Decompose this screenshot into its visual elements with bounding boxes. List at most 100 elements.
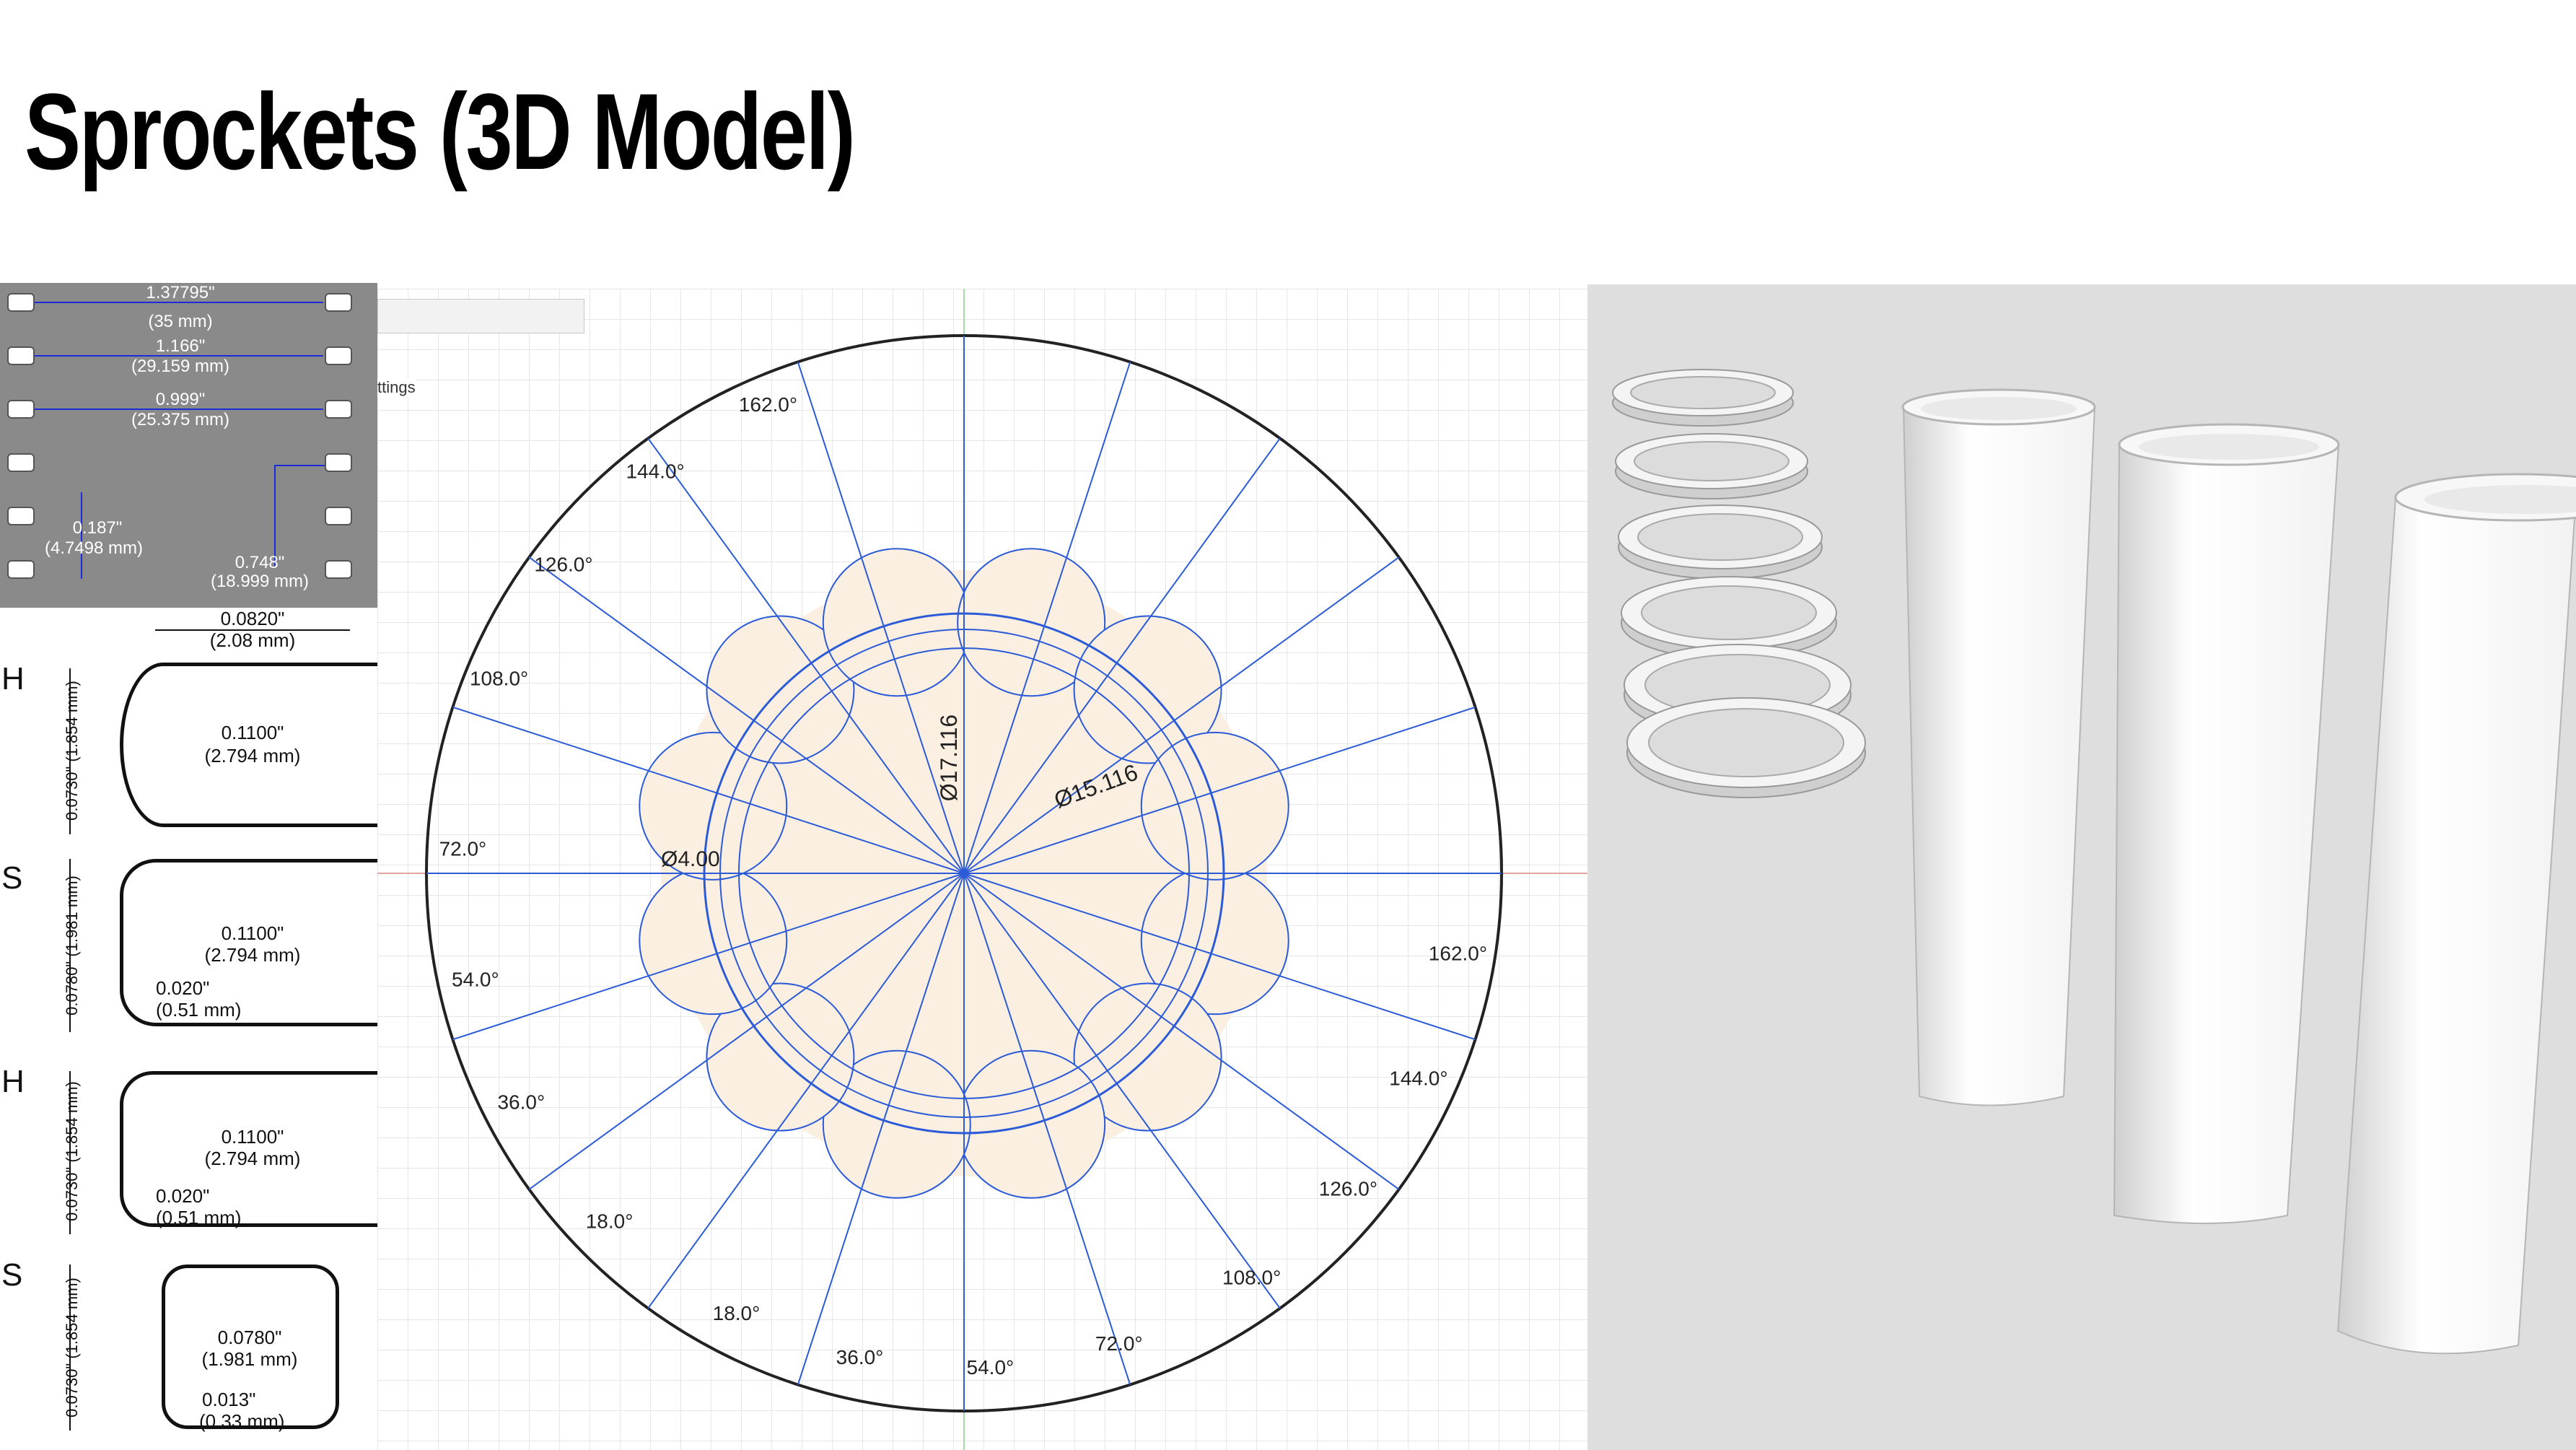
row-height-label: 0.0730" (1.854 mm) bbox=[63, 1268, 82, 1427]
perforation bbox=[325, 507, 352, 525]
tube-2 bbox=[2113, 423, 2340, 1224]
dimension-line bbox=[274, 465, 276, 566]
dim-0187-mm-label: (4.7498 mm) bbox=[44, 538, 144, 558]
perforation bbox=[325, 400, 352, 419]
perforation-shape-specs: 0.0820" (2.08 mm) H 0.0730" (1.854 mm) 0… bbox=[0, 608, 377, 1450]
dim-1166-label: 1.166" bbox=[155, 336, 206, 356]
angle-label: 54.0° bbox=[452, 968, 499, 990]
construction-line bbox=[963, 873, 1476, 1041]
tube-1 bbox=[1901, 388, 2096, 1106]
perforation bbox=[325, 560, 352, 579]
construction-line bbox=[963, 437, 1281, 874]
angle-label: 72.0° bbox=[1095, 1332, 1143, 1355]
perforation bbox=[325, 346, 352, 365]
3d-viewport[interactable] bbox=[1587, 284, 2576, 1450]
diameter-tooth-label: Ø4.00 bbox=[661, 847, 720, 871]
row-height-mm: (1.854 mm) bbox=[63, 1081, 81, 1163]
angle-label: 18.0° bbox=[586, 1210, 634, 1232]
dimension-line bbox=[35, 355, 323, 357]
row-radius-label: 0.013" bbox=[202, 1389, 256, 1410]
row-radius-label: 0.020" bbox=[156, 1185, 210, 1207]
construction-line bbox=[797, 362, 965, 874]
row-height-value: 0.0730" bbox=[63, 1363, 81, 1418]
row-height-mm: (1.854 mm) bbox=[63, 1278, 81, 1359]
construction-line bbox=[528, 556, 965, 874]
row-height-label: 0.0780" (1.981 mm) bbox=[63, 866, 82, 1025]
construction-line bbox=[528, 873, 965, 1190]
sprocket-ring bbox=[1621, 576, 1837, 660]
cad-toolbar[interactable] bbox=[377, 299, 584, 333]
diameter-outer-label: Ø17.116 bbox=[936, 715, 962, 801]
angle-label: 126.0° bbox=[534, 554, 592, 576]
angle-label: 144.0° bbox=[626, 460, 684, 482]
cad-sketch-view[interactable]: ttings 162.0° 144.0° 126.0° 108.0° 72.0° 54.0… bbox=[377, 289, 1587, 1450]
dim-0999-label: 0.999" bbox=[155, 390, 206, 409]
row-letter: H bbox=[1, 1064, 25, 1099]
row-width-mm-label: (2.794 mm) bbox=[204, 944, 301, 966]
row-height-label: 0.0730" (1.854 mm) bbox=[63, 1072, 82, 1231]
angle-label: 54.0° bbox=[967, 1356, 1015, 1379]
dimension-line bbox=[81, 492, 82, 579]
angle-label: 162.0° bbox=[1429, 943, 1487, 965]
dim-35-label: 1.37795" bbox=[146, 283, 215, 302]
construction-line bbox=[963, 873, 1281, 1309]
sprocket-ring bbox=[1615, 433, 1808, 499]
top-width-label: 0.0820" bbox=[220, 608, 285, 629]
sprocket-ring bbox=[1618, 505, 1823, 580]
perforation bbox=[7, 560, 35, 579]
angle-label: 72.0° bbox=[439, 838, 487, 860]
row-height-mm: (1.854 mm) bbox=[63, 681, 81, 762]
sprocket-ring-stack bbox=[1612, 369, 1866, 798]
angle-label: 144.0° bbox=[1389, 1067, 1447, 1090]
row-width-label: 0.0780" bbox=[217, 1327, 282, 1348]
sprocket-sketch: 162.0° 144.0° 126.0° 108.0° 72.0° 54.0° 36.0° 1… bbox=[377, 289, 1587, 1450]
row-width-label: 0.1100" bbox=[221, 1126, 284, 1148]
page-title: Sprockets (3D Model) bbox=[25, 71, 856, 192]
3d-model-render bbox=[1612, 369, 2576, 1355]
settings-label[interactable]: ttings bbox=[377, 378, 416, 397]
row-width-mm-label: (2.794 mm) bbox=[204, 1148, 301, 1169]
perforation bbox=[7, 293, 35, 312]
construction-line bbox=[452, 706, 965, 874]
row-height-mm: (1.981 mm) bbox=[63, 875, 81, 957]
dim-0748-mm-label: (18.999 mm) bbox=[210, 572, 310, 591]
construction-line bbox=[963, 873, 1131, 1385]
angle-label: 108.0° bbox=[470, 668, 528, 690]
construction-line bbox=[452, 873, 965, 1041]
dim-0748-label: 0.748" bbox=[235, 553, 285, 572]
perforation-shape bbox=[120, 663, 377, 827]
row-letter: S bbox=[1, 1257, 23, 1293]
dim-0999-mm-label: (25.375 mm) bbox=[131, 410, 230, 429]
tube-3 bbox=[2336, 473, 2576, 1355]
top-width-mm-label: (2.08 mm) bbox=[209, 629, 296, 651]
row-height-value: 0.0780" bbox=[63, 961, 81, 1016]
dimension-line bbox=[35, 409, 323, 410]
row-width-label: 0.1100" bbox=[221, 922, 284, 944]
perforation bbox=[7, 346, 35, 365]
angle-label: 126.0° bbox=[1319, 1178, 1377, 1200]
angle-label: 18.0° bbox=[713, 1302, 761, 1324]
film-strip-diagram: 1.37795" (35 mm) 1.166" (29.159 mm) 0.99… bbox=[0, 283, 377, 608]
perforation bbox=[7, 453, 35, 472]
dimension-line bbox=[69, 859, 71, 1032]
row-radius-label: 0.020" bbox=[156, 977, 210, 999]
row-height-value: 0.0730" bbox=[63, 1166, 81, 1221]
construction-line bbox=[647, 873, 965, 1309]
angle-label: 162.0° bbox=[739, 393, 797, 416]
sprocket-ring bbox=[1612, 369, 1794, 427]
construction-line bbox=[963, 706, 1476, 874]
perforation-shape bbox=[120, 859, 377, 1026]
construction-line bbox=[963, 873, 1400, 1190]
row-width-label: 0.1100" bbox=[221, 722, 284, 743]
row-letter: H bbox=[1, 661, 25, 696]
row-radius-mm-label: (0.51 mm) bbox=[156, 999, 242, 1021]
row-height-value: 0.0730" bbox=[63, 766, 81, 821]
dim-1166-mm-label: (29.159 mm) bbox=[131, 357, 230, 376]
dimension-line bbox=[155, 629, 350, 631]
construction-line bbox=[797, 873, 965, 1385]
row-radius-mm-label: (0.51 mm) bbox=[156, 1207, 242, 1228]
row-letter: S bbox=[1, 860, 23, 896]
perforation bbox=[7, 400, 35, 419]
dimension-line bbox=[35, 302, 323, 303]
angle-label: 36.0° bbox=[836, 1346, 884, 1368]
